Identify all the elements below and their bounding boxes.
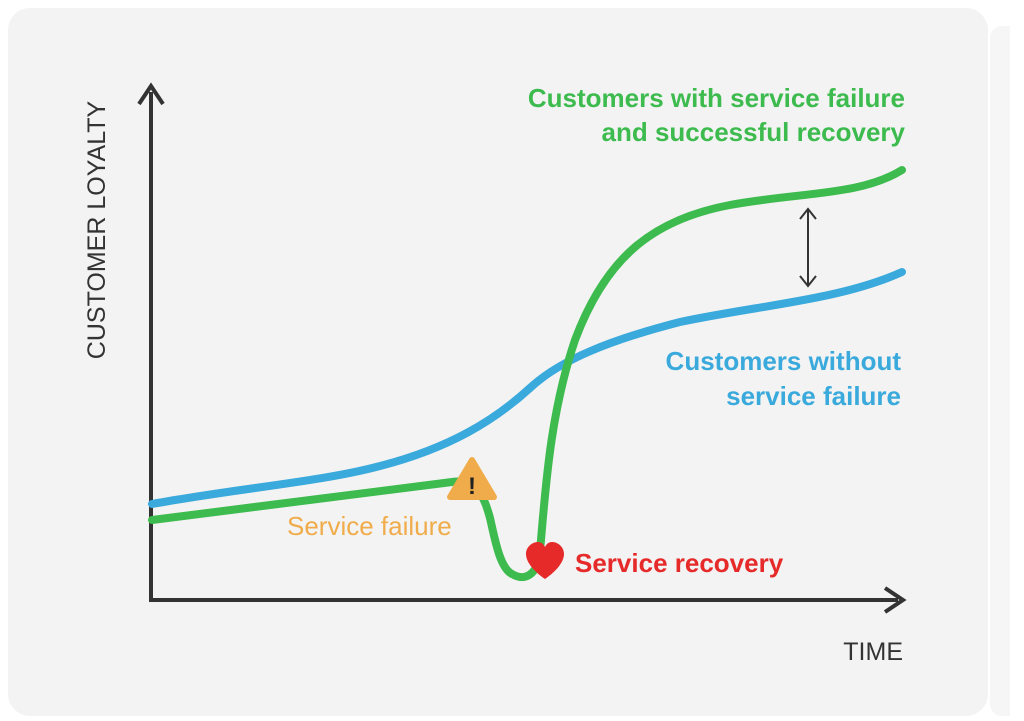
recovered-curve (148, 166, 906, 582)
recovered-label-line2: and successful recovery (602, 117, 906, 147)
x-axis-label: TIME (843, 638, 903, 666)
warning-triangle-icon: ! (447, 457, 497, 500)
baseline-curve (148, 268, 906, 508)
y-axis-label: CUSTOMER LOYALTY (83, 100, 111, 359)
axes (137, 82, 907, 614)
warning-exclamation: ! (468, 473, 476, 500)
card-edge (990, 26, 1010, 716)
service-recovery-label: Service recovery (575, 548, 784, 578)
y-axis-arrowhead (137, 82, 165, 106)
baseline-label-line1: Customers without (666, 346, 902, 376)
baseline-label-line2: service failure (726, 381, 901, 411)
x-axis-arrowhead (883, 586, 907, 614)
recovered-label-line1: Customers with service failure (528, 83, 905, 113)
heart-icon (526, 542, 564, 579)
gap-arrow (799, 207, 817, 288)
service-failure-label: Service failure (287, 511, 452, 541)
